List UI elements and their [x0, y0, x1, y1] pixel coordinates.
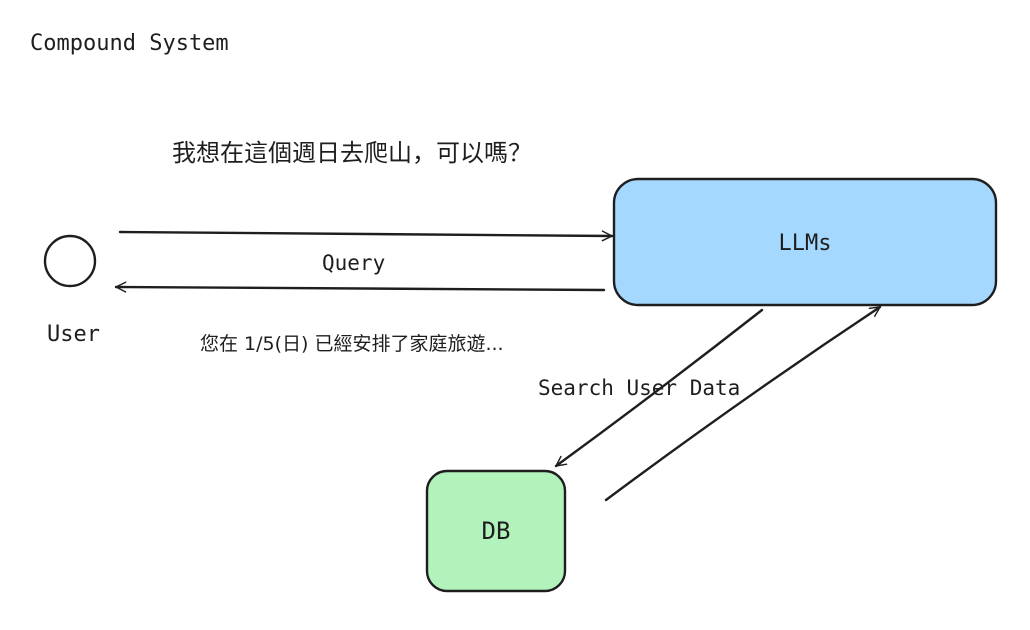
diagram-title: Compound System [30, 31, 229, 56]
arrow-llms-to-user [114, 281, 606, 293]
db-node-box [425, 469, 567, 593]
user-question-text: 我想在這個週日去爬山，可以嗎？ [172, 139, 532, 167]
llms-node-label: LLMs [779, 231, 832, 256]
system-answer-text: 您在 1/5(日) 已經安排了家庭旅遊... [200, 333, 504, 355]
arrow-user-to-llms [118, 230, 614, 242]
user-node-label: User [47, 322, 100, 347]
llms-node-box [612, 177, 998, 307]
arrow-llms-to-db [554, 308, 764, 468]
search-edge-label: Search User Data [538, 376, 740, 400]
db-node-label: DB [482, 517, 511, 545]
user-node-circle [43, 234, 97, 288]
arrow-db-to-llms [604, 305, 882, 502]
query-edge-label: Query [322, 251, 385, 275]
